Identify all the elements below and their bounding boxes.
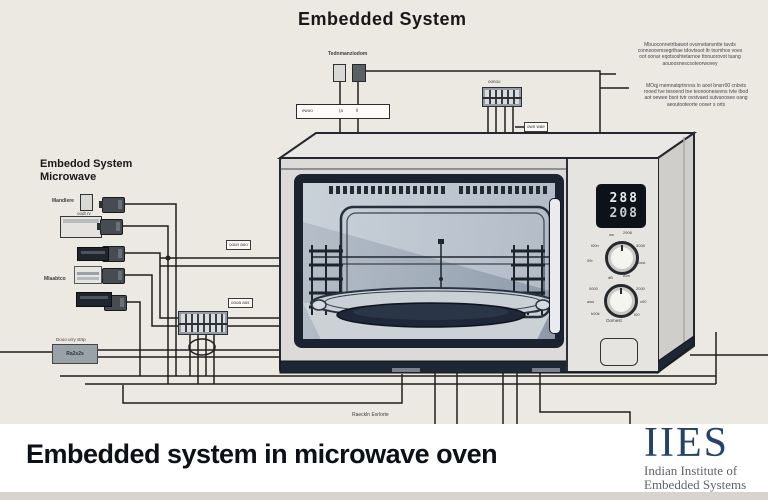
timer-knob [605, 241, 639, 275]
display-row-1: 288 [609, 191, 639, 206]
footer-bar: Embedded system in microwave oven IIES I… [0, 422, 768, 492]
oven-interior [303, 183, 555, 339]
knob2-label: t00 [634, 312, 640, 317]
knob1-label: cost [638, 260, 646, 265]
knob2-label: b00k [591, 311, 600, 316]
actuator-group-label: Mlaabtco [44, 276, 66, 282]
bus-bar-mark1: (a [339, 108, 344, 113]
junction-dot [165, 255, 171, 261]
knob2-label: 0000 [589, 286, 598, 291]
iies-logo-sub1: Indian Institute of [644, 463, 738, 478]
footer-title: Embedded system in microwave oven [26, 439, 498, 469]
knob2-label: c00 [640, 299, 647, 304]
bottom-strip [0, 492, 768, 500]
connector-plug-icon [99, 268, 125, 284]
annotation-paragraph-1: Mbuoconnetrtbawot ovurnetanvntte tavds c… [637, 42, 743, 67]
knob1-label: ws [609, 232, 614, 237]
controller-chip-icon [352, 64, 366, 82]
oven-foot [532, 368, 560, 372]
power-knob [604, 284, 638, 318]
top-components-label: Tednmanziodom [328, 51, 368, 57]
knob1-label: 2908 [623, 230, 632, 235]
control-bus-bar: ewoo (a ll [296, 104, 390, 119]
knob2-caption: Oomest [606, 318, 622, 323]
eeprom-chip-icon [80, 194, 93, 211]
knob1-label: 09r [587, 258, 593, 263]
sensor-group-label: Mandlere [52, 198, 74, 204]
terminal-block [178, 311, 228, 335]
oven-side-face [657, 131, 695, 374]
page-title: Embedded System [298, 9, 467, 29]
oven-tag-2: oooa aos [228, 298, 253, 308]
knob2-label: aws [587, 299, 595, 304]
oven-door [294, 174, 564, 348]
tray-roller [311, 299, 327, 311]
bottom-note: Raeckln Exrlorte [352, 412, 389, 418]
pcb-module-icon [60, 216, 102, 238]
left-heading-line1: Embedod System [40, 158, 133, 170]
oven-interior-graphics [309, 205, 555, 328]
left-heading: Embedod System Microwave [40, 158, 132, 184]
door-handle [549, 198, 561, 334]
oven-foot [392, 368, 420, 372]
power-supply-box: Ra2s2s [52, 344, 98, 364]
chip-label: oodt rv [77, 211, 91, 216]
rack-rails [311, 256, 549, 265]
oven-tag-1: ooun aoo [226, 240, 251, 250]
control-panel: 288 208 ws 2908 t00n 3008 09r cost dB A0… [566, 159, 658, 371]
top-connector-label: oonoo [488, 79, 501, 84]
display-row-2: 208 [609, 206, 639, 221]
bus-bar-mark2: ll [356, 108, 358, 113]
tray-roller [535, 299, 551, 311]
iies-logo-sub2: Embedded Systems [644, 477, 747, 492]
clock-chip-icon [333, 64, 346, 82]
knob1-label: 3008 [636, 243, 645, 248]
side-tag: own wae [524, 122, 548, 132]
annotation-paragraph-2: MOqj rnemnatqrtnrvss ln aoot bnsrr00 cnb… [643, 83, 749, 108]
knob2-label: A0n [623, 273, 631, 278]
knob2-label: dB [608, 275, 613, 280]
door-release-button [600, 338, 638, 366]
knob1-label: t00n [591, 243, 599, 248]
display-bar-icon [77, 247, 109, 261]
keypad-module-icon [74, 266, 102, 284]
connector-plug-icon [99, 197, 125, 213]
led-display: 288 208 [596, 184, 646, 228]
iies-logo: IIES Indian Institute of Embedded System… [644, 422, 764, 492]
vent-row [329, 186, 447, 194]
bus-bar-text: ewoo [302, 108, 313, 113]
connector-plug-icon [97, 219, 123, 235]
psu-label: Dooo urry strtp [56, 337, 86, 342]
iies-logo-text: IIES [644, 420, 729, 466]
oven-top-face [276, 132, 698, 159]
display-bar-icon [76, 292, 112, 307]
left-heading-line2: Microwave [40, 171, 97, 183]
top-connector-block [482, 87, 522, 107]
vent-row [459, 186, 547, 194]
knob2-label: 2000 [636, 286, 645, 291]
